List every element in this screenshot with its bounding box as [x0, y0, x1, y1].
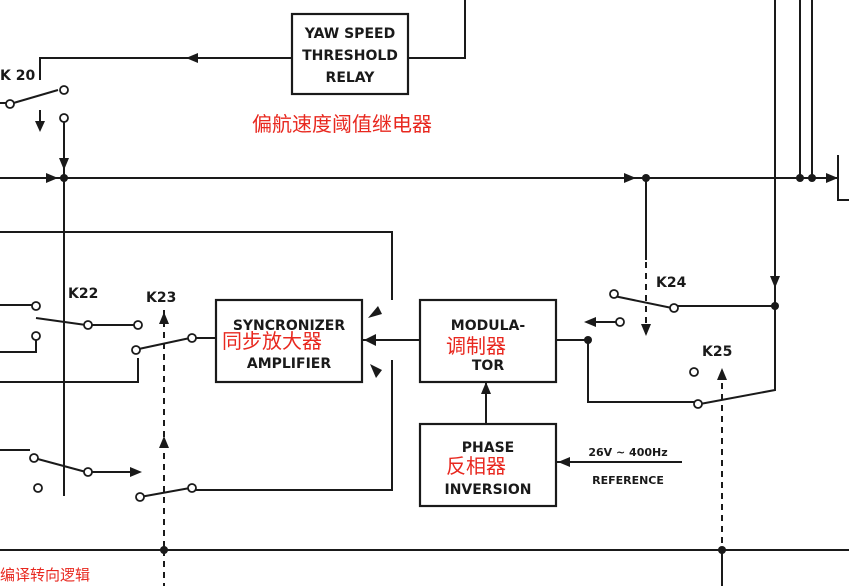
footer-annotation: 编译转向逻辑: [0, 566, 90, 584]
synchronizer-amplifier-block: SYNCRONIZER AMPLIFIER: [214, 298, 364, 384]
arrow-k22-lower-right: [130, 467, 142, 477]
sync-amp-line-2: AMPLIFIER: [247, 356, 331, 372]
arrow-k24-down: [641, 324, 651, 336]
switch-label-k24: K24: [656, 275, 687, 291]
phase-inversion-block: PHASE INVERSION: [418, 422, 558, 508]
modulator-line-1: MODULA-: [451, 318, 526, 334]
modulator-line-2: TOR: [472, 358, 504, 374]
sync-amp-annotation: 同步放大器: [222, 329, 322, 353]
yaw-relay-line-2: THRESHOLD: [302, 48, 398, 64]
switch-terminals: [5, 85, 703, 502]
yaw-speed-threshold-relay-block: YAW SPEED THRESHOLD RELAY: [290, 12, 410, 96]
arrow-phase-up: [481, 382, 491, 394]
arrow-bus-into-node: [46, 173, 58, 183]
reference-voltage: 26V ~ 400Hz: [588, 446, 667, 459]
yaw-relay-annotation: 偏航速度阈值继电器: [252, 112, 432, 136]
actuation-dashes: [163, 262, 723, 586]
arrow-relay-out: [186, 53, 198, 63]
modulator-block: MODULA- TOR: [418, 298, 558, 384]
switch-label-k25: K25: [702, 344, 732, 360]
phase-inv-line-1: PHASE: [462, 440, 514, 456]
switch-label-k20: K 20: [0, 68, 35, 84]
arrow-k23-lower: [159, 436, 169, 448]
phase-inv-annotation: 反相器: [446, 454, 506, 478]
arrow-bus-mid: [624, 173, 636, 183]
sync-amp-line-1: SYNCRONIZER: [233, 318, 346, 334]
arrowheads: [35, 53, 838, 477]
phase-inv-line-2: INVERSION: [444, 482, 531, 498]
junctions: [60, 174, 816, 554]
arrow-down-775: [770, 276, 780, 288]
arrow-ref-in: [558, 457, 570, 467]
switch-label-k22: K22: [68, 286, 98, 302]
arrow-bus-right: [826, 173, 838, 183]
arrow-k20-down: [35, 121, 45, 132]
switch-label-k23: K23: [146, 290, 176, 306]
arrow-into-amp-top: [368, 306, 382, 318]
yaw-relay-line-1: YAW SPEED: [304, 26, 395, 42]
modulator-annotation: 调制器: [446, 334, 506, 358]
arrow-k23-up: [159, 312, 169, 324]
reference-label: REFERENCE: [592, 474, 664, 487]
arrow-into-amp-mid: [364, 334, 376, 346]
arrow-k25-up: [717, 368, 727, 380]
arrow-into-amp-bottom: [370, 364, 382, 378]
arrow-k20-node: [59, 158, 69, 170]
yaw-relay-line-3: RELAY: [326, 70, 376, 86]
arrow-k24-left: [584, 317, 596, 327]
